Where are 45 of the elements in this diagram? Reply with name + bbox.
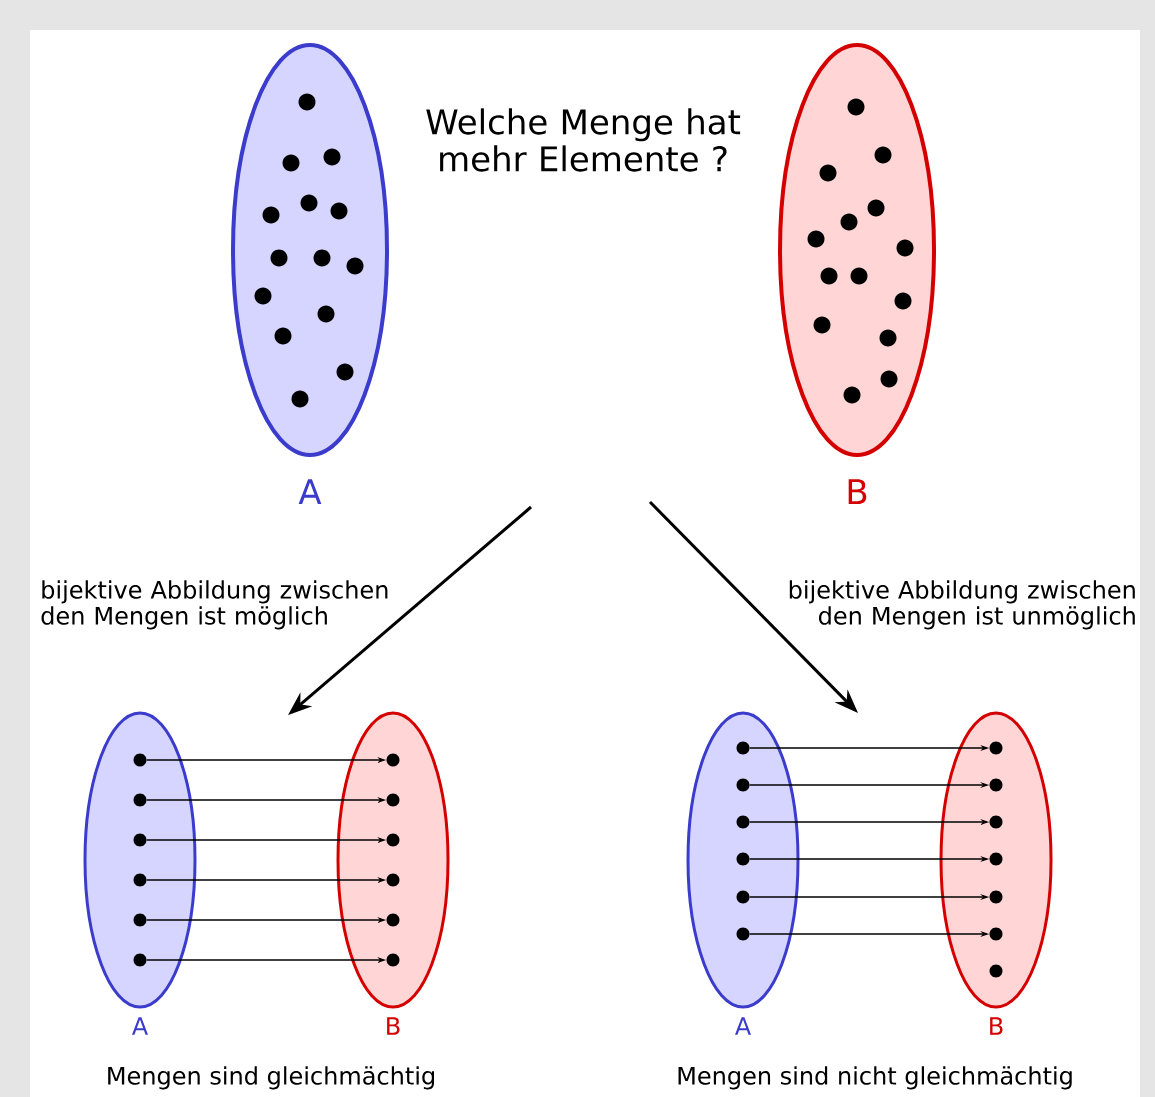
dot	[282, 154, 300, 172]
dot	[346, 257, 364, 275]
set-ellipse	[778, 43, 936, 457]
dot	[874, 146, 892, 164]
set-label: B	[990, 1017, 1003, 1035]
dot	[254, 287, 272, 305]
dot	[262, 206, 280, 224]
set-label: A	[298, 479, 322, 504]
set-label: B	[848, 479, 867, 504]
dot	[298, 93, 316, 111]
dot	[270, 249, 288, 267]
dot	[896, 239, 914, 257]
dot	[879, 329, 897, 347]
dot	[880, 370, 898, 388]
dot	[820, 267, 838, 285]
dot	[819, 164, 837, 182]
dot	[843, 386, 861, 404]
dot	[867, 199, 885, 217]
dot	[850, 267, 868, 285]
dot	[291, 390, 309, 408]
dot	[336, 363, 354, 381]
set-ellipse	[686, 711, 800, 1009]
set-label: A	[132, 1017, 148, 1035]
dot	[330, 202, 348, 220]
set-ellipse	[83, 711, 197, 1009]
dot	[813, 316, 831, 334]
caption: Mengen sind gleichmächtig	[108, 1066, 434, 1090]
dot	[807, 230, 825, 248]
note-text: bijektive Abbildung zwischen den Mengen ist unmöglich	[789, 580, 1135, 630]
set-ellipse	[939, 711, 1053, 1009]
set-label: B	[387, 1017, 400, 1035]
dot	[840, 213, 858, 231]
dot	[274, 327, 292, 345]
title: Welche Menge hat mehr Elemente ?	[426, 108, 741, 172]
set-label: A	[735, 1017, 751, 1035]
dot	[313, 249, 331, 267]
dot	[847, 98, 865, 116]
note-text: bijektive Abbildung zwischen den Mengen ist möglich	[41, 580, 388, 630]
caption: Mengen sind nicht gleichmächtig	[678, 1066, 1072, 1090]
dot	[300, 194, 318, 212]
dot	[323, 148, 341, 166]
dot	[894, 292, 912, 310]
set-ellipse	[336, 711, 450, 1009]
set-ellipse	[231, 43, 389, 457]
dot	[317, 305, 335, 323]
